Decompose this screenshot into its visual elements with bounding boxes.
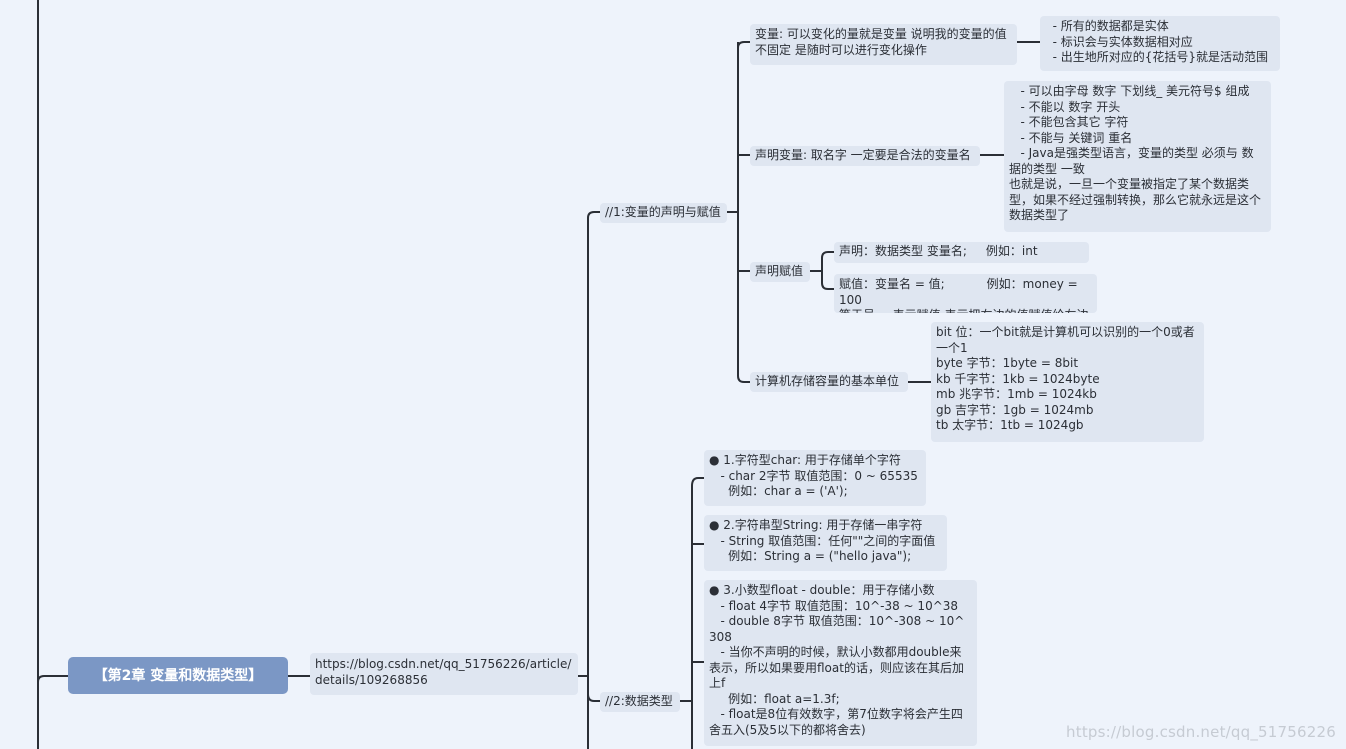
watermark: https://blog.csdn.net/qq_51756226 <box>1066 723 1336 741</box>
string-type-node[interactable]: ● 2.字符串型String: 用于存储一串字符 - String 取值范围：任… <box>704 515 947 571</box>
float-type-node[interactable]: ● 3.小数型float - double：用于存储小数 - float 4字节… <box>704 580 977 746</box>
char-type-node[interactable]: ● 1.字符型char: 用于存储单个字符 - char 2字节 取值范围：0 … <box>704 450 926 506</box>
variable-detail-node[interactable]: - 所有的数据都是实体 - 标识会与实体数据相对应 - 出生地所对应的{花括号}… <box>1040 16 1280 71</box>
section1-branch-variable <box>737 41 750 49</box>
units-detail-node[interactable]: bit 位：一个bit就是计算机可以识别的一个0或者 一个1 byte 字节：1… <box>931 322 1204 442</box>
declare-node[interactable]: 声明变量: 取名字 一定要是合法的变量名 <box>750 146 980 166</box>
section1-branch-units <box>737 375 750 383</box>
root-node[interactable]: 【第2章 变量和数据类型】 <box>68 657 288 694</box>
assign-assignment-node[interactable]: 赋值：变量名 = 值; 例如：money = 100 等于号 = 表示赋值 表示… <box>834 274 1097 313</box>
sections-spine <box>587 211 600 749</box>
section-datatypes-node[interactable]: //2:数据类型 <box>600 692 680 712</box>
assign-spine <box>821 251 834 290</box>
link-node[interactable]: https://blog.csdn.net/qq_51756226/articl… <box>310 653 578 695</box>
root-branch <box>37 675 68 683</box>
section-variables-node[interactable]: //1:变量的声明与赋值 <box>600 203 727 223</box>
variable-node[interactable]: 变量: 可以变化的量就是变量 说明我的变量的值 不固定 是随时可以进行变化操作 <box>750 24 1017 65</box>
units-node[interactable]: 计算机存储容量的基本单位 <box>750 372 908 392</box>
declare-detail-node[interactable]: - 可以由字母 数字 下划线_ 美元符号$ 组成 - 不能以 数字 开头 - 不… <box>1004 81 1271 232</box>
assign-node[interactable]: 声明赋值 <box>750 262 810 282</box>
assign-declaration-node[interactable]: 声明：数据类型 变量名; 例如：int money; <box>834 242 1089 263</box>
section2-spine <box>691 477 704 749</box>
